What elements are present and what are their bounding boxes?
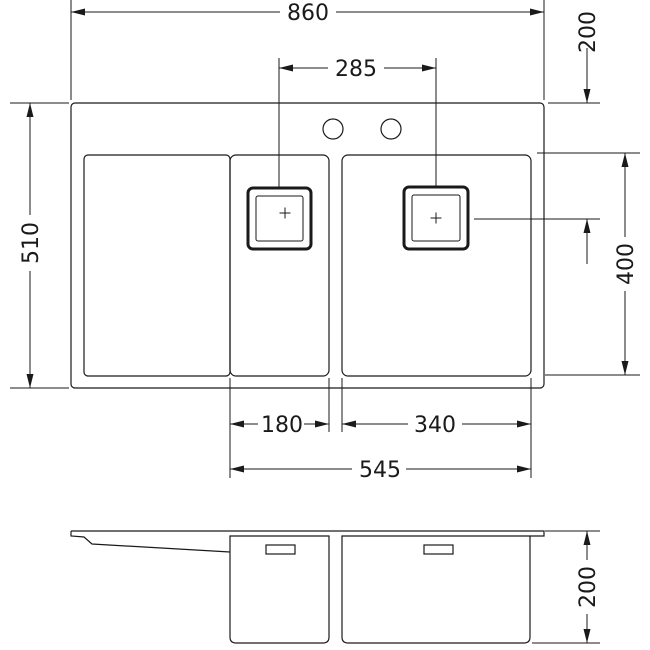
dimension-tap-hole-offset: 200 bbox=[474, 11, 601, 264]
dimension-drain-spacing: 285 bbox=[278, 56, 437, 188]
dimension-label-small-bowl-width: 180 bbox=[261, 413, 303, 438]
dimension-bowl-depth: 400 bbox=[537, 152, 640, 376]
dimension-label-bowl-depth: 400 bbox=[614, 243, 639, 285]
small-bowl-section bbox=[229, 535, 330, 644]
dimension-label-bowl-height: 200 bbox=[576, 566, 601, 608]
dimension-label-bowls-total-width: 545 bbox=[359, 458, 401, 483]
dimension-bowl-widths: 180 340 bbox=[229, 378, 532, 478]
dimension-label-overall-depth: 510 bbox=[19, 222, 44, 264]
dimension-label-large-bowl-width: 340 bbox=[414, 413, 456, 438]
dimension-overall-depth: 510 bbox=[10, 102, 69, 389]
sink-side-view bbox=[70, 530, 545, 644]
large-bowl-overflow bbox=[423, 544, 454, 555]
dimension-label-overall-width: 860 bbox=[287, 1, 329, 26]
dimension-bowl-height: 200 bbox=[532, 530, 601, 644]
large-bowl-drain bbox=[402, 185, 470, 251]
dimension-overall-width: 860 bbox=[70, 0, 545, 100]
dimension-bowls-total-width: 545 bbox=[230, 457, 531, 483]
drainer-area bbox=[83, 154, 231, 377]
sink-outline bbox=[70, 102, 545, 389]
large-bowl-section bbox=[341, 535, 531, 644]
dimension-label-tap-hole-offset: 200 bbox=[576, 11, 601, 53]
tap-hole-left bbox=[322, 118, 344, 140]
tap-hole-right bbox=[380, 118, 402, 140]
sink-top-view bbox=[70, 102, 545, 389]
small-bowl-overflow bbox=[265, 544, 296, 555]
dimension-label-drain-spacing: 285 bbox=[335, 57, 377, 82]
small-bowl-drain bbox=[246, 186, 313, 251]
